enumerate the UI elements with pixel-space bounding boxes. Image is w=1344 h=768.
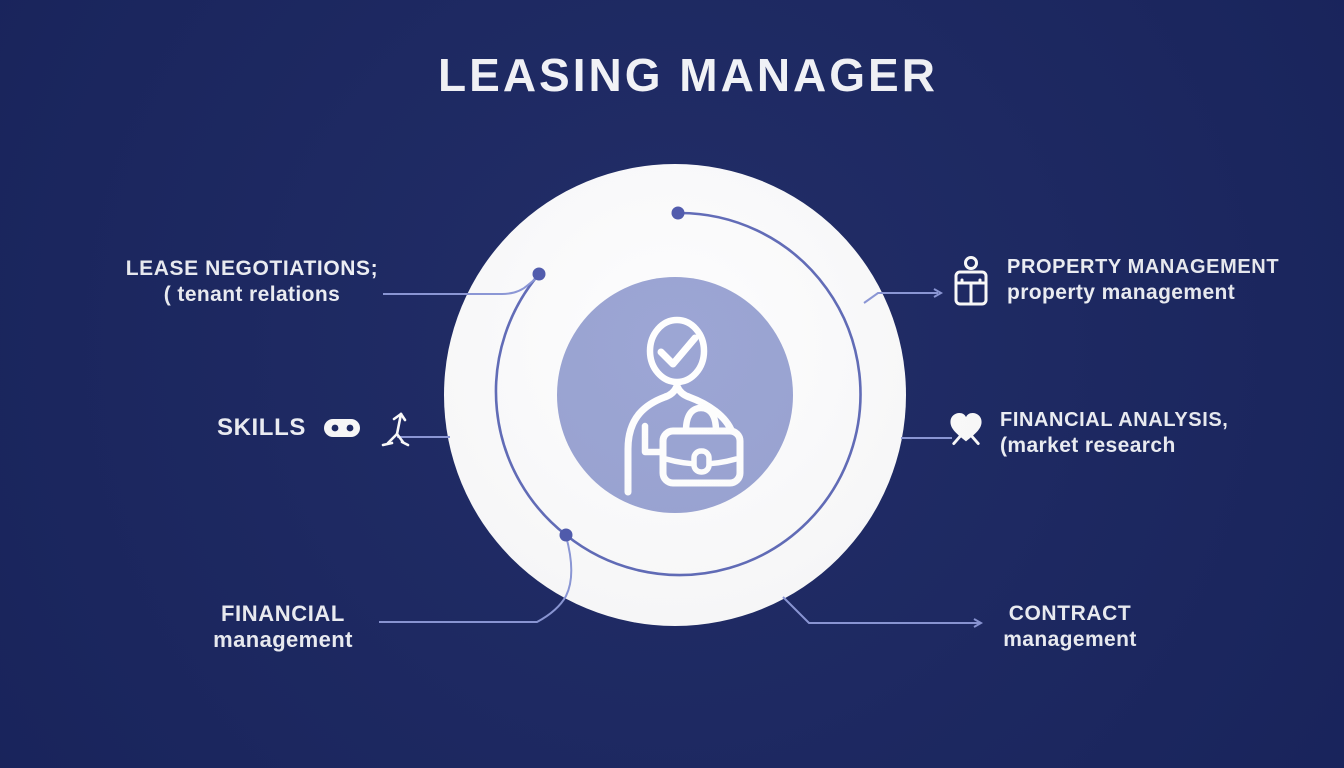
- label-line-secondary: (market research: [1000, 434, 1176, 457]
- heart-icon: [950, 413, 982, 445]
- label-line-secondary: management: [1003, 628, 1137, 651]
- label-line-primary: FINANCIAL: [221, 601, 345, 626]
- node-dot-top: [671, 206, 685, 220]
- connector-financial-management: [379, 535, 573, 623]
- orbit-arc-left: [494, 273, 567, 537]
- label-line-primary: FINANCIAL ANALYSIS,: [1000, 409, 1229, 431]
- gamepad-icon: [323, 419, 360, 437]
- connector-property-arrowhead: [933, 288, 944, 298]
- label-financial-analysis: FINANCIAL ANALYSIS, (market research: [946, 408, 1228, 458]
- label-line-primary: LEASE NEGOTIATIONS;: [125, 257, 379, 280]
- label-line-primary: CONTRACT: [1008, 602, 1132, 625]
- person-arrow-icon: [381, 412, 410, 447]
- connector-contract: [782, 596, 980, 624]
- check-circle-head: [646, 316, 708, 386]
- label-lease-negotiations: LEASE NEGOTIATIONS; ( tenant relations: [62, 256, 442, 308]
- page-title: LEASING MANAGER: [438, 49, 938, 101]
- label-property-management: PROPERTY MANAGEMENT property management: [948, 255, 1279, 307]
- label-line-secondary: ( tenant relations: [163, 283, 341, 306]
- node-dot-left: [532, 267, 546, 281]
- connector-lease: [383, 274, 541, 295]
- label-line-primary: PROPERTY MANAGEMENT: [1007, 256, 1280, 278]
- label-line-secondary: property management: [1007, 281, 1236, 304]
- orbit-arc-right: [565, 211, 862, 577]
- person-box-icon: [954, 256, 988, 306]
- label-skills: SKILLS: [217, 406, 412, 450]
- manager-check-briefcase-icon: [624, 316, 744, 496]
- briefcase-handle: [682, 404, 720, 435]
- briefcase-clasp: [691, 448, 712, 475]
- label-line-primary: SKILLS: [217, 414, 306, 441]
- connector-contract-arrowhead: [973, 618, 984, 628]
- node-dot-bottom-left: [559, 528, 573, 542]
- label-contract-management: CONTRACT management: [990, 601, 1150, 653]
- connector-property: [863, 292, 938, 304]
- label-line-secondary: management: [213, 627, 353, 652]
- label-financial-management: FINANCIAL management: [148, 601, 418, 653]
- checkmark-icon: [657, 334, 699, 368]
